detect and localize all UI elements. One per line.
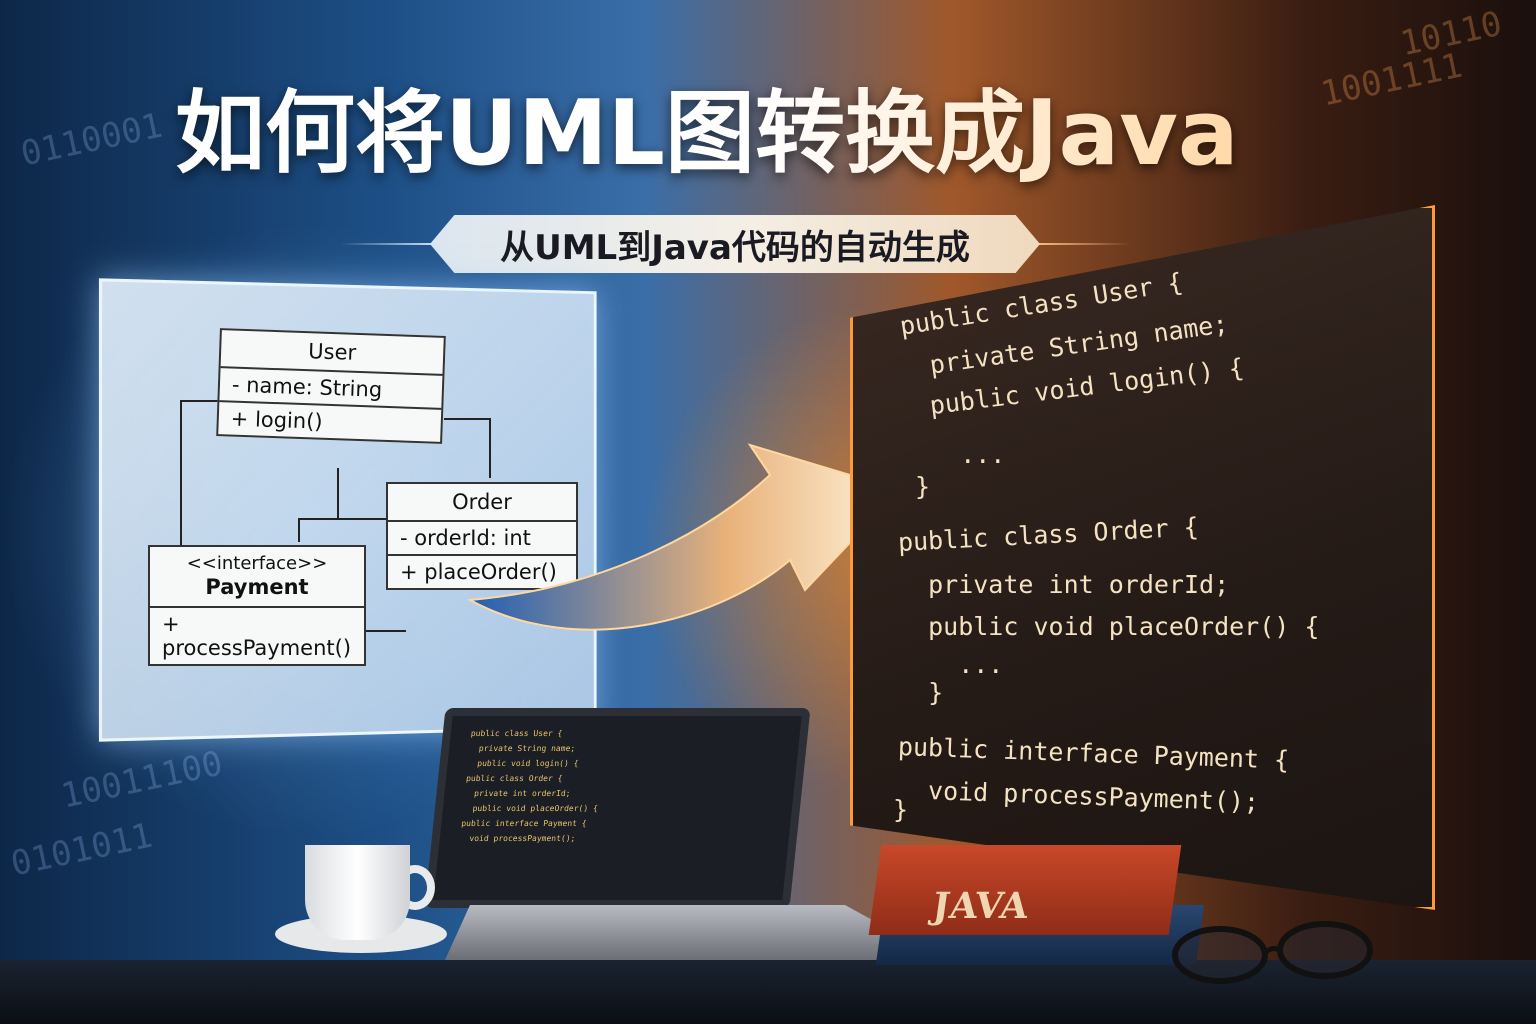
java-book: JAVA: [869, 845, 1182, 935]
binary-digits: 0101011: [7, 816, 155, 885]
code-line: ...: [900, 440, 1005, 469]
glasses-icon: [1165, 915, 1385, 990]
class-name: Payment: [154, 575, 360, 600]
subtitle: 从UML到Java代码的自动生成: [500, 220, 970, 269]
connector: [366, 630, 406, 632]
connector: [180, 400, 182, 545]
class-header: <<interface>>Payment: [150, 547, 364, 608]
code-line: public void placeOrder() {: [898, 612, 1319, 641]
ribbon-line: [1035, 243, 1130, 245]
code-line: }: [915, 472, 930, 501]
page-title: 如何将UML图转换成Java: [175, 84, 1239, 183]
subtitle-ribbon: 从UML到Java代码的自动生成: [430, 215, 1040, 273]
code-line: private int orderId;: [898, 570, 1229, 599]
connector: [444, 418, 490, 420]
class-method: + login(): [218, 402, 441, 442]
connector: [298, 518, 386, 520]
ribbon-line: [340, 243, 435, 245]
connector: [180, 400, 220, 402]
uml-interface-payment: <<interface>>Payment + processPayment(): [148, 545, 366, 666]
book-title: JAVA: [930, 885, 1031, 927]
connector: [298, 518, 300, 542]
coffee-cup-icon: [305, 845, 410, 940]
code-line: }: [893, 795, 908, 824]
laptop-screen: public class User { private String name;…: [424, 708, 810, 908]
code-line: }: [898, 678, 943, 707]
class-method: + processPayment(): [150, 608, 364, 664]
binary-digits: 0110001: [17, 106, 165, 175]
uml-class-user: User - name: String + login(): [216, 328, 446, 444]
code-line: ...: [898, 650, 1003, 679]
connector: [337, 468, 339, 518]
stereotype: <<interface>>: [154, 553, 360, 575]
laptop-code: public class User { private String name;…: [438, 716, 802, 856]
